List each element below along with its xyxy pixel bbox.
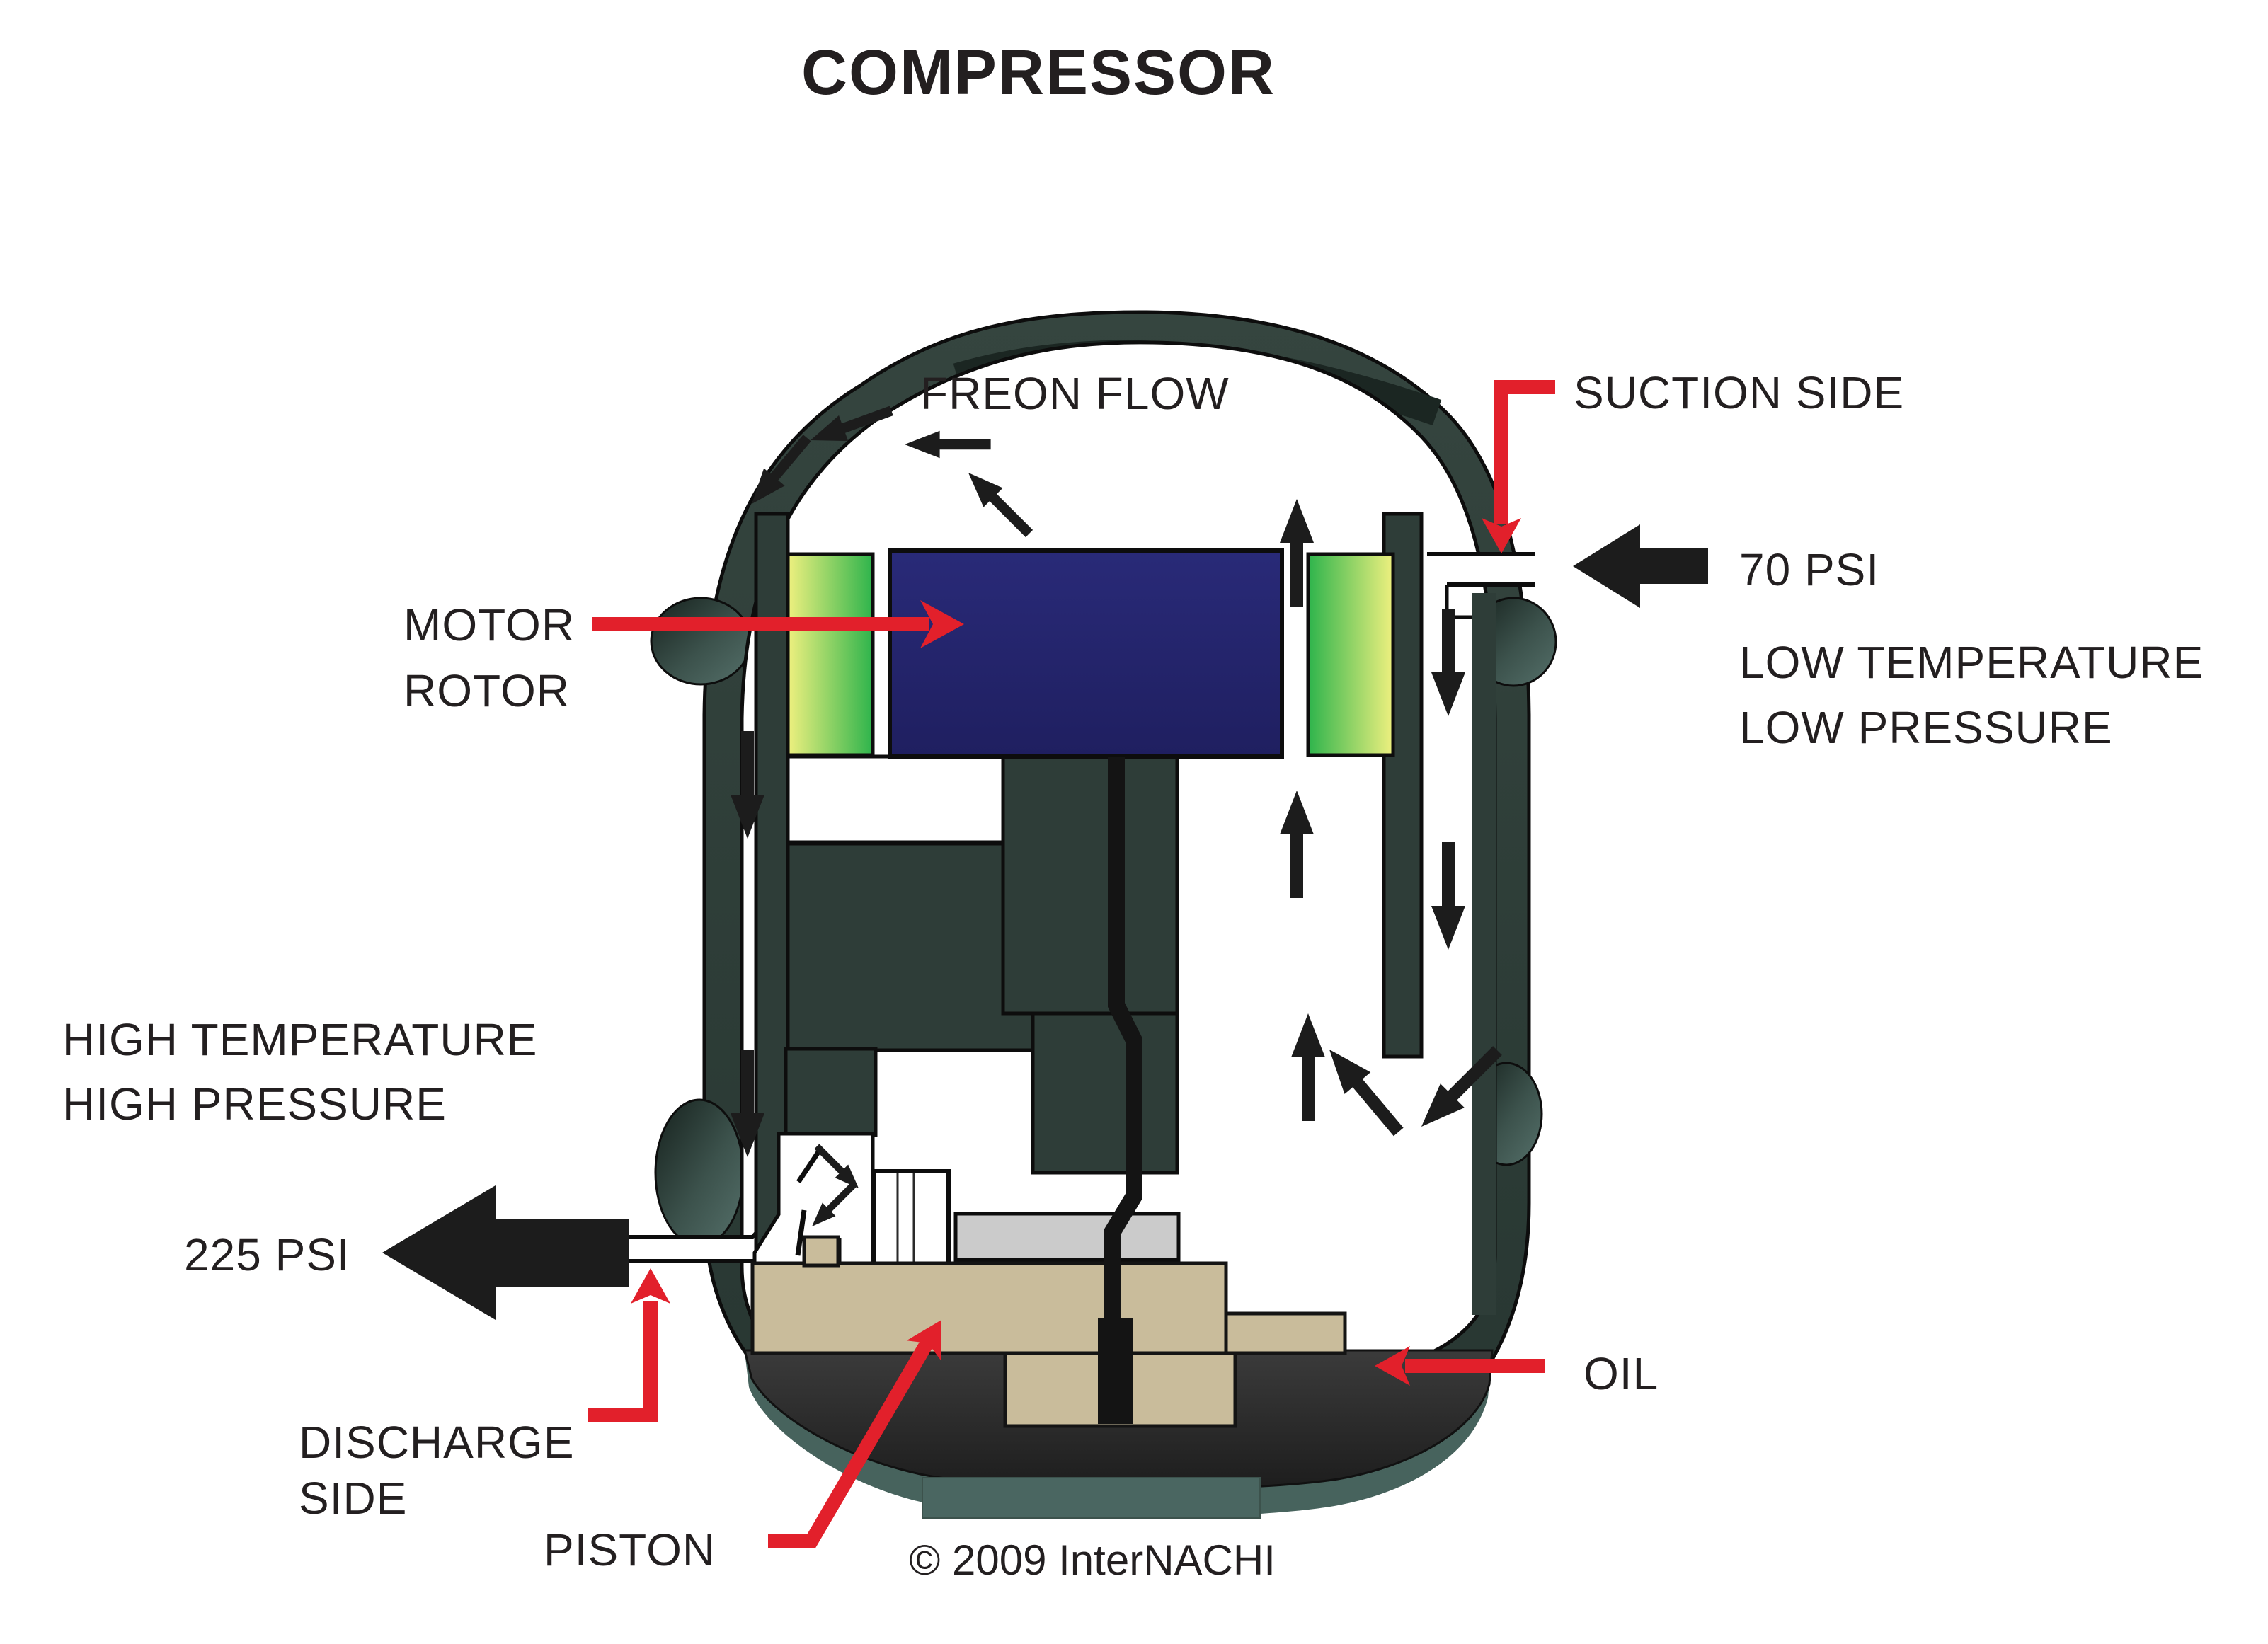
oil-label: OIL <box>1583 1348 1659 1399</box>
copyright-notice: © 2009 InterNACHI <box>909 1536 1276 1584</box>
valve-flapper-upper <box>796 1146 823 1183</box>
suction-pressure-label: 70 PSI <box>1739 544 1879 595</box>
freon-flow-label: FREON FLOW <box>920 368 1230 419</box>
valve-seat-tab <box>802 1235 840 1268</box>
annotation-arrows <box>588 380 1555 1549</box>
oil-arrow <box>1375 1346 1545 1386</box>
motor-rotor-label-line2: ROTOR <box>403 665 570 716</box>
piston-arrow <box>768 1310 959 1549</box>
frame-deck-ledge <box>1224 1311 1347 1355</box>
piston <box>872 1169 951 1266</box>
discharge-condition-line1: HIGH TEMPERATURE <box>62 1014 537 1065</box>
shell-right-wall <box>1472 593 1496 1315</box>
discharge-pressure-label: 225 PSI <box>184 1229 350 1280</box>
suction-pressure-arrow <box>1573 524 1708 608</box>
discharge-pressure-arrow <box>382 1185 629 1320</box>
frame-valve-block <box>784 1047 878 1137</box>
piston-label: PISTON <box>544 1524 716 1575</box>
suction-condition-line1: LOW TEMPERATURE <box>1739 637 2204 688</box>
suction-port-channel <box>1423 556 1535 583</box>
discharge-tube <box>626 1239 753 1260</box>
cylinder-assembly <box>752 1132 1181 1266</box>
suction-port <box>1423 552 1535 619</box>
suction-condition-line2: LOW PRESSURE <box>1739 702 2113 753</box>
discharge-condition-line2: HIGH PRESSURE <box>62 1079 447 1129</box>
motor-rotor-arrow <box>592 600 964 648</box>
motor <box>786 548 1395 759</box>
motor-rotor-label-line1: MOTOR <box>403 599 575 650</box>
valve-flapper-lower <box>795 1209 807 1256</box>
stator-winding-right <box>1306 552 1395 757</box>
frame-under-rotor <box>1001 749 1179 1016</box>
discharge-side-arrow <box>588 1268 670 1422</box>
deck-and-crank <box>750 757 1347 1428</box>
discharge-side-label-line2: SIDE <box>299 1473 407 1524</box>
suction-side-label: SUCTION SIDE <box>1574 367 1904 418</box>
motor-frame <box>754 512 1424 1268</box>
mounting-foot <box>922 1477 1261 1519</box>
mounting-lug-lower-left <box>654 1098 745 1247</box>
mounting-lug-upper-left <box>650 597 752 686</box>
frame-bearing-leg <box>1031 1011 1179 1175</box>
stator-winding-left <box>786 552 875 757</box>
frame-notch <box>786 754 1005 844</box>
frame-deck <box>750 1261 1228 1355</box>
suction-side-arrow <box>1482 380 1555 553</box>
page-title: COMPRESSOR <box>801 38 1276 108</box>
frame-left-slab <box>786 841 1036 1052</box>
discharge-side-label-line1: DISCHARGE <box>299 1417 575 1468</box>
connecting-rod <box>953 1212 1181 1262</box>
motor-rotor <box>888 548 1284 759</box>
crankshaft <box>1104 757 1142 1348</box>
